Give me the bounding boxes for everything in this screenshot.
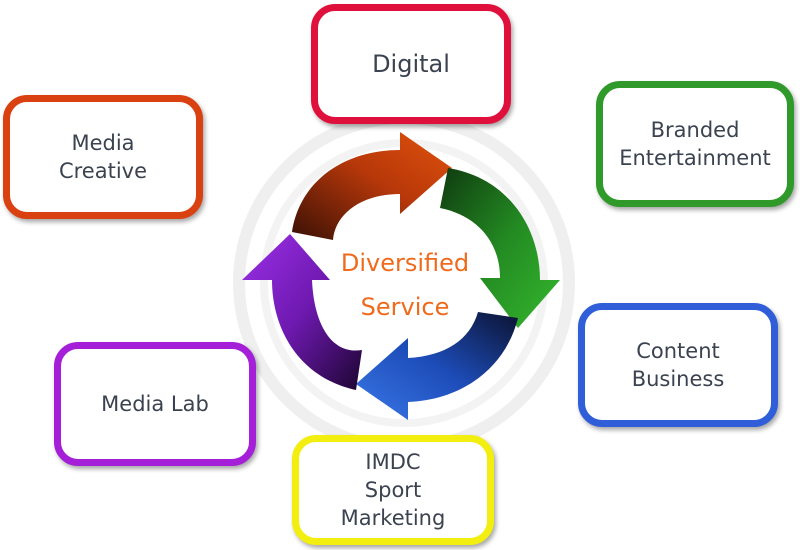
cycle-arrow-top (292, 132, 452, 240)
node-media-lab-label: Media Lab (101, 392, 209, 416)
node-media-creative-label-line1: Media (71, 131, 135, 155)
node-imdc-label-line3: Marketing (340, 506, 446, 530)
node-digital: Digital (311, 4, 511, 124)
cycle-arrow-bottom (356, 312, 518, 420)
node-media-creative-label-line2: Creative (58, 159, 148, 183)
node-imdc-sport-marketing: IMDC Sport Marketing (292, 435, 494, 545)
cycle-arrow-right (440, 168, 560, 328)
node-media-lab: Media Lab (54, 342, 256, 466)
node-media-creative: Media Creative (3, 95, 203, 219)
node-content-business: Content Business (578, 303, 778, 427)
center-title-line1: Diversified (340, 249, 470, 277)
node-digital-label: Digital (372, 50, 450, 78)
center-title-line2: Service (360, 293, 450, 321)
node-content-label-line2: Business (631, 367, 725, 391)
node-branded-label-line1: Branded (650, 118, 740, 142)
node-branded-label-line2: Entertainment (619, 146, 771, 170)
node-imdc-label-line1: IMDC (365, 450, 421, 474)
cycle-arrow-left (242, 234, 362, 390)
node-branded-entertainment: Branded Entertainment (596, 81, 794, 207)
node-imdc-label-line2: Sport (364, 478, 422, 502)
node-content-label-line1: Content (636, 339, 720, 363)
